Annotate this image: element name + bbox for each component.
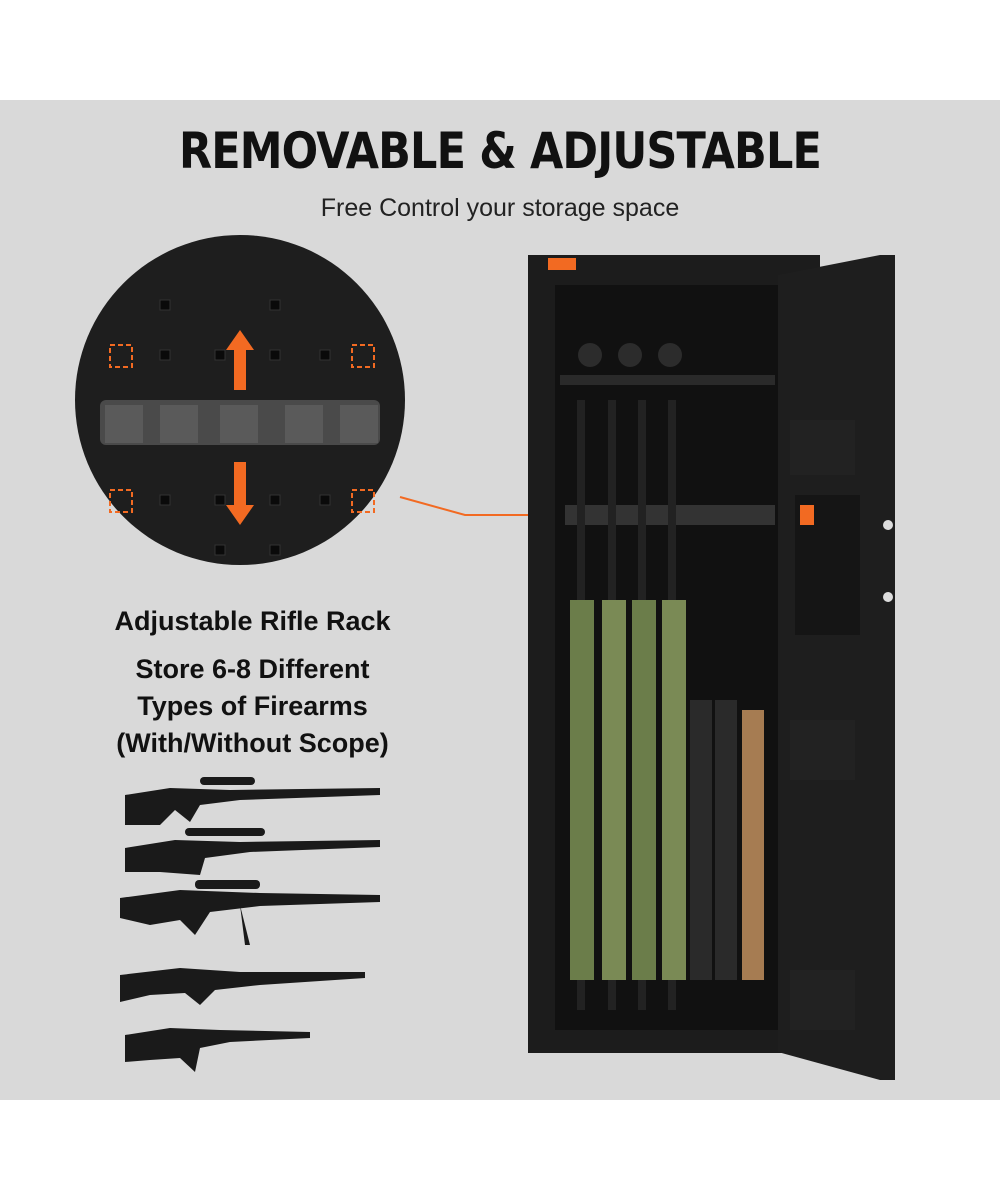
firearm-silhouettes [120,777,380,1072]
page-subtitle: Free Control your storage space [320,194,680,222]
arrow-down-icon [226,462,254,525]
capacity-line-1: Store 6-8 Different [135,654,370,684]
page-title: REMOVABLE & ADJUSTABLE [178,122,822,180]
capacity-line-2: Types of Firearms [137,691,368,721]
arrow-up-icon [226,330,254,390]
camo-rifles [570,400,764,1010]
rack-detail-circle [75,235,405,565]
rack-label: Adjustable Rifle Rack [114,606,391,636]
brand-logo [548,258,576,270]
gun-safe [528,255,895,1080]
capacity-line-3: (With/Without Scope) [116,728,389,758]
